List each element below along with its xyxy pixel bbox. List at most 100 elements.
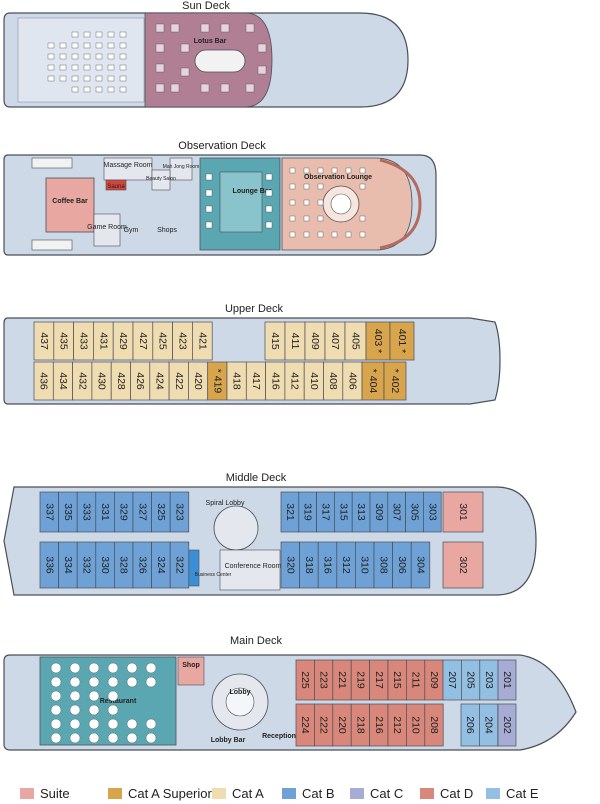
- dining-table: [107, 704, 119, 716]
- cabin-number: 326: [136, 556, 148, 574]
- lounge-chair: [289, 167, 296, 174]
- sun-deck-seating: [47, 31, 127, 93]
- lounge-chair: [83, 75, 91, 82]
- cabin-number: 325: [155, 503, 167, 521]
- lounge-chair: [345, 231, 352, 238]
- bar-table: [200, 23, 210, 33]
- conference-room-label: Conference Room: [225, 563, 282, 570]
- bar-table: [155, 83, 165, 93]
- cabin-number: 215: [391, 671, 403, 689]
- lotus-bar-tables: [155, 23, 267, 93]
- dining-table: [126, 718, 138, 730]
- upper-deck-title: Upper Deck: [225, 303, 284, 315]
- bar-table: [155, 43, 165, 53]
- cabin-number: 412: [289, 372, 301, 390]
- cabin-number: 319: [302, 503, 314, 521]
- lounge-chair: [95, 53, 103, 60]
- cabin-322[interactable]: [169, 541, 190, 589]
- cabin-number: 310: [359, 556, 371, 574]
- cabin-301[interactable]: [442, 491, 484, 533]
- cabin-number: 422: [173, 372, 185, 390]
- sauna-label: Sauna: [107, 184, 125, 190]
- lounge-bar-label: Lounge Bar: [233, 188, 272, 195]
- cabin-number: 327: [136, 503, 148, 521]
- cabin-number: 410: [308, 372, 320, 390]
- dining-table: [69, 676, 81, 688]
- lounge-chair: [359, 183, 366, 190]
- dining-table: [69, 718, 81, 730]
- lounge-chair: [95, 42, 103, 49]
- cabin-number: 431: [97, 332, 109, 350]
- lounge-chair: [71, 86, 79, 93]
- cabin-401[interactable]: [389, 321, 415, 361]
- cabin-number: 329: [118, 503, 130, 521]
- dining-table: [126, 676, 138, 688]
- cabin-421[interactable]: [192, 321, 213, 361]
- dining-table: [126, 662, 138, 674]
- lounge-chair: [71, 42, 79, 49]
- cabin-402[interactable]: [383, 361, 407, 401]
- bar-table: [180, 43, 190, 53]
- cabin-number: 407: [329, 332, 341, 350]
- lounge-chair: [95, 75, 103, 82]
- lobby-bar-label: Lobby Bar: [211, 737, 246, 744]
- lounge-chair: [71, 53, 79, 60]
- stairs-aft-bottom: [31, 239, 73, 251]
- bar-table: [200, 83, 210, 93]
- cabin-number: 305: [409, 503, 421, 521]
- cabin-number: 428: [115, 372, 127, 390]
- cabin-number: 321: [284, 503, 296, 521]
- cabin-number: 426: [134, 372, 146, 390]
- dining-table: [69, 690, 81, 702]
- cabin-302[interactable]: [442, 541, 484, 589]
- cabin-number: 301: [457, 503, 469, 521]
- beauty-salon: [151, 169, 171, 191]
- dining-table: [107, 662, 119, 674]
- lounge-chair: [205, 189, 213, 197]
- legend-item: Cat C: [350, 786, 403, 801]
- cabin-number: 435: [58, 332, 70, 350]
- cabin-number: 208: [428, 716, 440, 734]
- cabin-number: 425: [157, 332, 169, 350]
- cabin-number: 217: [373, 671, 385, 689]
- lounge-chair: [119, 64, 127, 71]
- cabin-number: 333: [81, 503, 93, 521]
- cabin-number: 433: [78, 332, 90, 350]
- cabin-number: 212: [391, 716, 403, 734]
- lounge-chair: [205, 205, 213, 213]
- cabin-number: 437: [38, 332, 50, 350]
- dining-table: [107, 676, 119, 688]
- cabin-201[interactable]: [497, 659, 517, 701]
- lounge-chair: [289, 183, 296, 190]
- legend-swatch: [282, 788, 296, 799]
- lounge-chair: [317, 231, 324, 238]
- cabin-202[interactable]: [497, 703, 517, 747]
- dining-table: [88, 718, 100, 730]
- cabin-number: 424: [153, 372, 165, 390]
- cabin-303[interactable]: [423, 491, 442, 533]
- dining-table: [50, 718, 62, 730]
- cabin-number: 304: [415, 556, 427, 574]
- legend-swatch: [420, 788, 434, 799]
- lounge-chair: [119, 75, 127, 82]
- lounge-chair: [317, 167, 324, 174]
- observation-lounge-windows: [379, 158, 422, 250]
- legend-item: Cat A Superior: [108, 786, 212, 801]
- cabin-number: 224: [299, 716, 311, 734]
- bar-table: [170, 23, 180, 33]
- bar-table: [257, 43, 267, 53]
- lounge-chair: [359, 167, 366, 174]
- cabin-208[interactable]: [424, 703, 444, 747]
- cabin-number: 206: [464, 716, 476, 734]
- main-deck-title: Main Deck: [230, 635, 282, 647]
- cabin-number: 423: [177, 332, 189, 350]
- cabin-number: 223: [318, 671, 330, 689]
- cabin-number: 323: [174, 503, 186, 521]
- bar-table: [220, 23, 230, 33]
- cabin-323[interactable]: [169, 491, 190, 533]
- lounge-chair: [289, 199, 296, 206]
- cabin-304[interactable]: [410, 541, 431, 589]
- cabin-number: 318: [303, 556, 315, 574]
- dining-table: [50, 676, 62, 688]
